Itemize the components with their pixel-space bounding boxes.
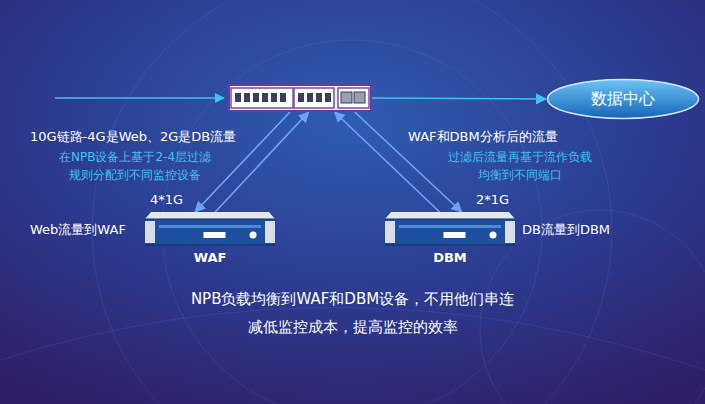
server-badge <box>444 232 466 238</box>
port <box>244 93 250 102</box>
node-label: WAF <box>145 250 275 265</box>
sfp-port <box>341 92 352 103</box>
server-stripe <box>159 225 261 228</box>
npb-device <box>228 84 372 112</box>
datacenter-ellipse: 数据中心 <box>546 78 700 120</box>
sfp-port <box>354 92 365 103</box>
annotation-text: 过滤后流量再基于流作负载 均衡到不同端口 <box>425 148 615 184</box>
server-handle <box>385 221 395 243</box>
port <box>307 93 313 102</box>
node-label: 数据中心 <box>591 89 655 110</box>
ellipse-outline <box>548 80 699 119</box>
port <box>235 93 241 102</box>
annotation-text: NPB负载均衡到WAF和DBM设备，不用他们串连 <box>0 290 705 309</box>
module-panel <box>338 88 369 108</box>
server-top <box>145 212 275 219</box>
server-badge <box>204 232 226 238</box>
server-handle <box>265 221 275 243</box>
decor-arc <box>0 307 705 370</box>
server-art <box>385 212 515 246</box>
waf-server: WAF <box>145 212 275 266</box>
annotation-text: Web流量到WAF <box>30 221 126 239</box>
port <box>271 93 277 102</box>
port <box>316 93 322 102</box>
server-handle <box>505 221 515 243</box>
link-arrow <box>335 112 440 212</box>
node-label: DBM <box>385 250 515 265</box>
server-top <box>385 212 515 219</box>
server-art <box>145 212 275 246</box>
server-handle <box>145 221 155 243</box>
npb-device-art <box>228 84 372 112</box>
dbm-server: DBM <box>385 212 515 266</box>
port <box>325 93 331 102</box>
link-arrow <box>215 112 308 212</box>
power-button <box>490 232 497 239</box>
annotation-text: 减低监控成本，提高监控的效率 <box>0 318 705 337</box>
port <box>298 93 304 102</box>
port <box>280 93 286 102</box>
annotation-text: 4*1G <box>150 192 183 207</box>
annotation-text: DB流量到DBM <box>522 221 610 239</box>
annotation-text: 2*1G <box>476 192 509 207</box>
link-arrow <box>355 112 462 212</box>
server-front <box>145 219 275 245</box>
annotation-text: WAF和DBM分析后的流量 <box>408 128 558 146</box>
input-link-arrow <box>55 97 224 99</box>
link-arrow <box>372 98 546 99</box>
port <box>262 93 268 102</box>
server-front <box>385 219 515 245</box>
power-button <box>250 232 257 239</box>
decor-arc <box>92 0 612 404</box>
server-stripe <box>399 225 501 228</box>
module-panel <box>231 88 293 108</box>
port <box>253 93 259 102</box>
annotation-text: 10G链路-4G是Web、2G是DB流量 <box>30 128 236 146</box>
chassis <box>229 85 371 111</box>
module-panel <box>294 88 334 108</box>
annotation-text: 在NPB设备上基于2-4层过滤 规则分配到不同监控设备 <box>40 148 230 184</box>
